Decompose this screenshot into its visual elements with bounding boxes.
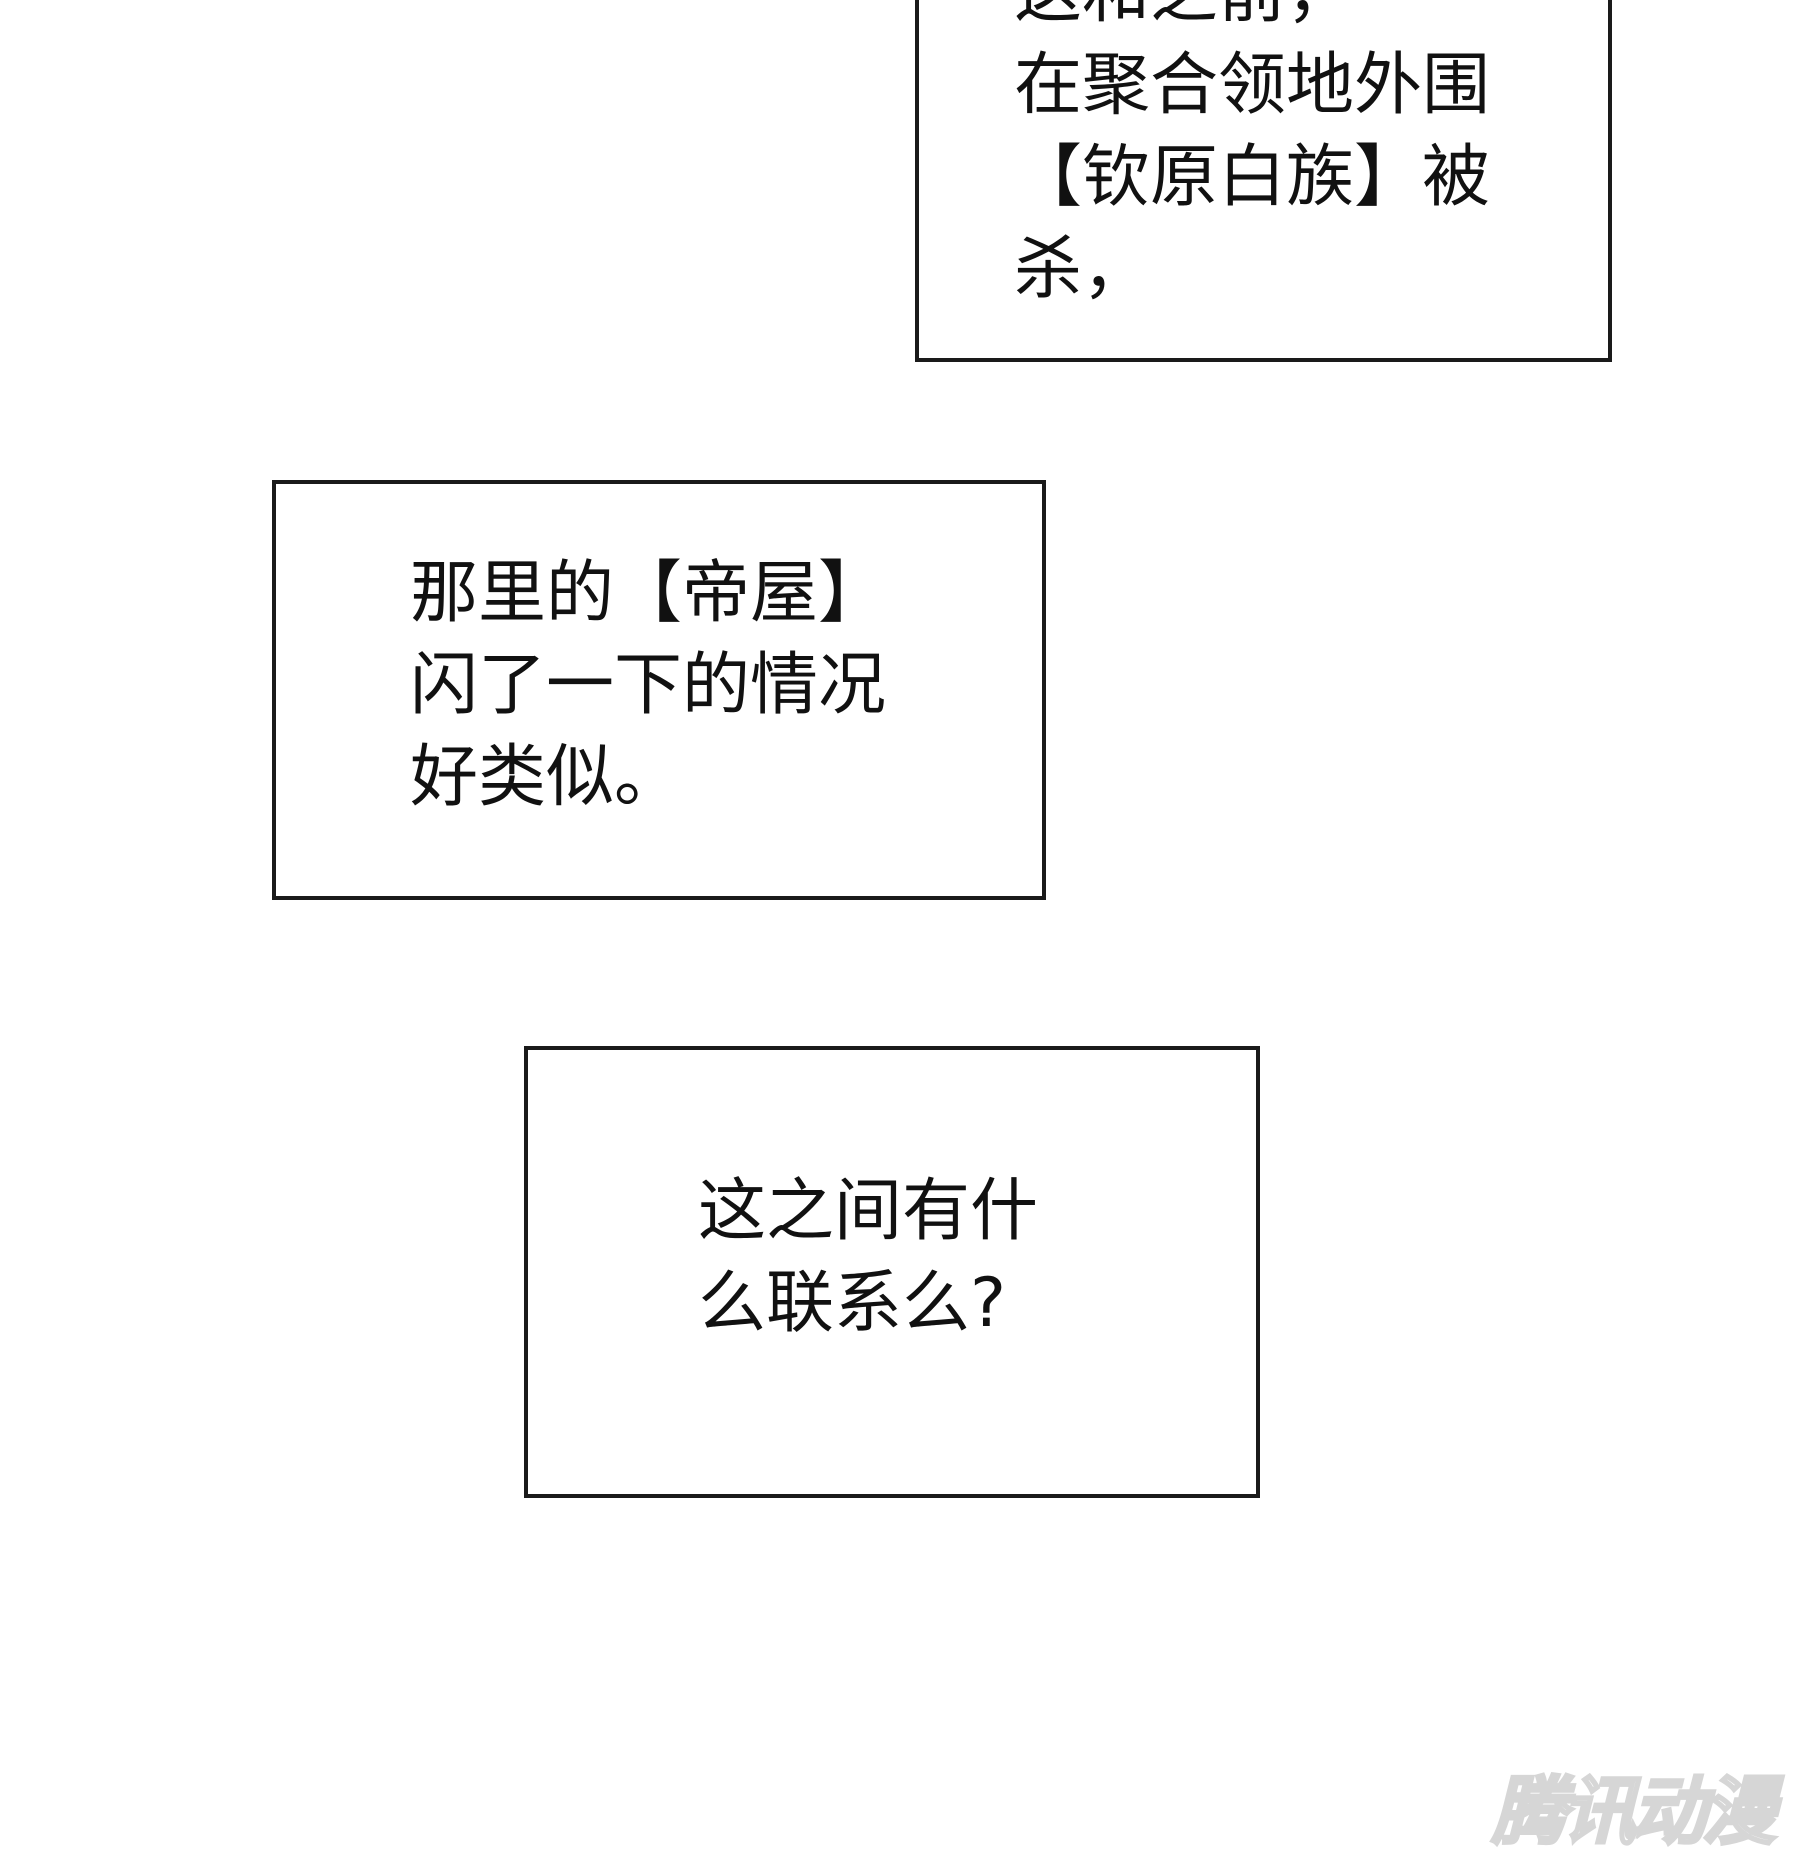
caption-line: 好类似。	[410, 738, 683, 817]
caption-line: 在聚合领地外围	[1014, 46, 1491, 125]
caption-box-3	[524, 1046, 1260, 1498]
caption-line: 这之间有什	[698, 1172, 1039, 1251]
caption-line: 这和之前，	[1014, 0, 1490, 40]
caption-line: 【钦原白族】被	[1014, 138, 1491, 217]
watermark-logo: 腾讯动漫	[1491, 1768, 1778, 1857]
caption-box-1	[915, 0, 1612, 362]
caption-text-2: 那里的【帝屋】 闪了一下的情况 好类似。	[410, 548, 886, 824]
caption-line: 那里的【帝屋】	[410, 554, 887, 633]
caption-line: 杀，	[1014, 230, 1151, 309]
caption-text-3: 这之间有什 么联系么?	[698, 1166, 1038, 1350]
caption-line: 闪了一下的情况	[410, 646, 887, 725]
caption-line: 么联系么?	[698, 1264, 1007, 1343]
caption-text-1: 这和之前， 在聚合领地外围 【钦原白族】被 杀，	[1014, 0, 1490, 316]
caption-box-2	[272, 480, 1046, 900]
